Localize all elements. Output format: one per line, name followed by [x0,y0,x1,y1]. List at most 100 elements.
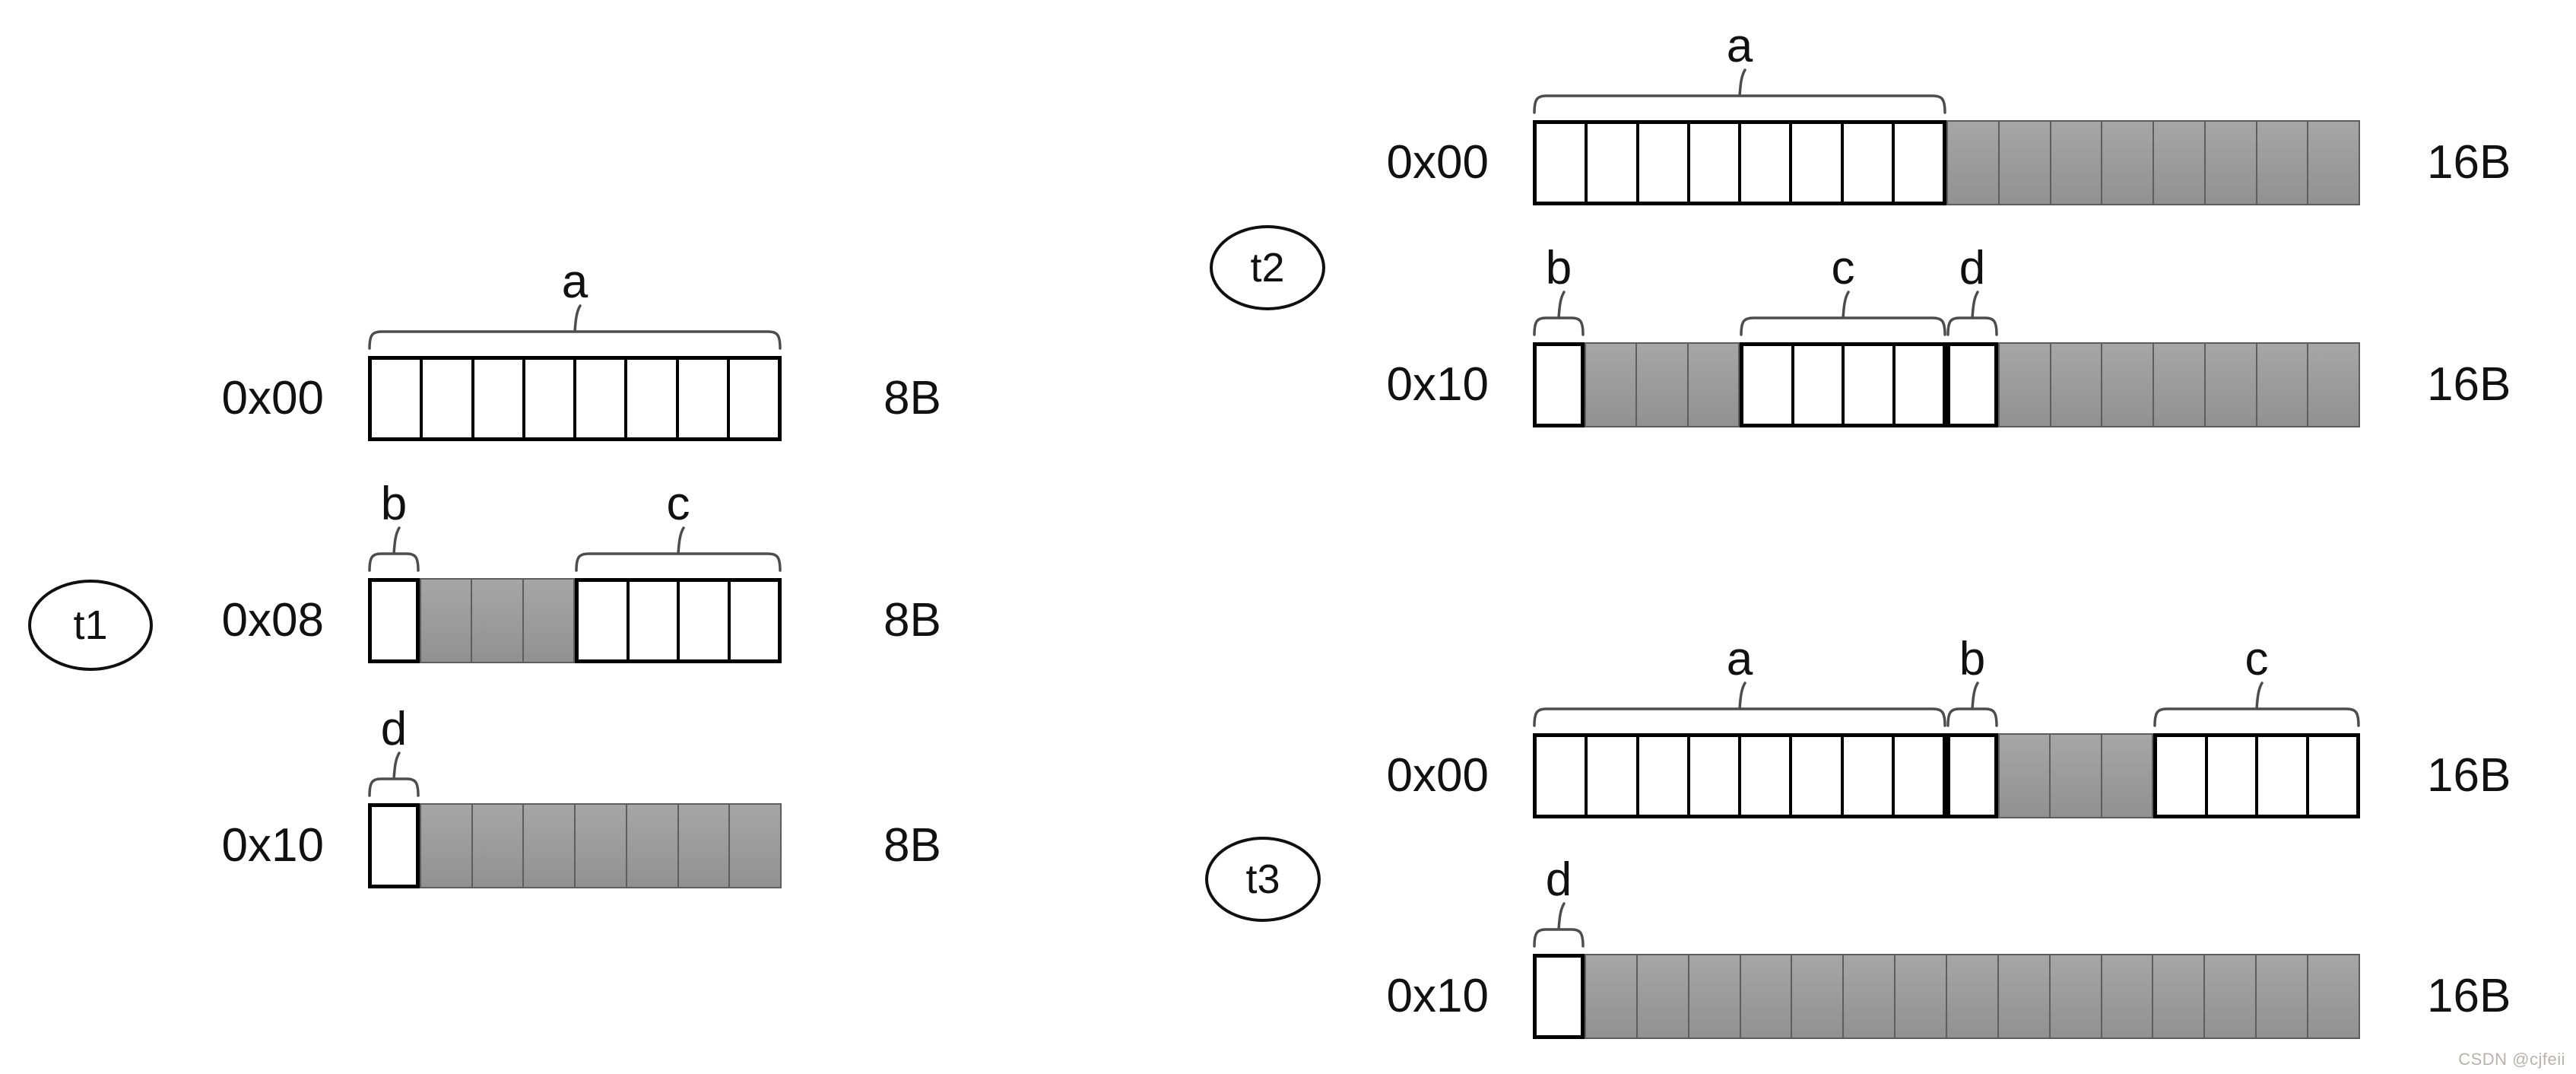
byte-cell [1635,344,1686,426]
byte-cell [471,580,522,662]
struct-badge-t1: t1 [28,580,153,671]
byte-cell [1840,737,1892,815]
byte-cell [522,580,573,662]
field-label: b [1959,633,1986,685]
struct-name: t2 [1250,245,1285,291]
field-brace [1533,902,1585,948]
field-bytes-segment [368,803,420,888]
field-bytes-segment [1533,733,1946,818]
byte-cell [728,805,780,887]
byte-cell [1840,124,1892,202]
byte-cell [626,582,677,659]
byte-cell [2101,122,2152,204]
byte-cell [1686,124,1738,202]
brace-path [368,526,420,572]
field-label: a [561,256,588,308]
field-brace [1533,291,1585,336]
field-bytes-segment [2153,733,2360,818]
byte-cell [2100,955,2152,1037]
field-bytes-segment [1946,733,1998,818]
byte-cell [1946,955,1997,1037]
byte-cell [2000,735,2049,817]
brace-path [1946,682,1998,727]
field-brace [368,751,420,797]
byte-cell [1892,346,1943,424]
byte-cell [2255,344,2308,426]
padding-bytes-segment [420,578,575,663]
byte-cell [1891,737,1943,815]
byte-cell [471,360,522,437]
field-bytes-segment [1946,342,1998,427]
address-label: 0x10 [1386,970,1489,1022]
brace-path [1946,291,1998,336]
field-brace [575,526,782,572]
field-bytes-segment [1740,342,1946,427]
byte-cell [2100,735,2152,817]
byte-cell [574,805,626,887]
field-brace [368,526,420,572]
byte-cell [1789,124,1840,202]
byte-cell [573,360,624,437]
byte-cell [1948,122,1998,204]
byte-cell [1686,737,1738,815]
byte-cell [1739,955,1791,1037]
field-brace [1946,682,1998,727]
address-label: 0x00 [221,372,324,424]
size-label: 16B [2427,136,2511,189]
watermark: CSDN @cjfeii [2458,1050,2565,1069]
byte-cell [2152,955,2203,1037]
byte-cell [2204,737,2256,815]
byte-cell [675,360,727,437]
field-label: d [380,703,408,755]
byte-cell [1586,344,1635,426]
byte-cell [1997,122,2050,204]
byte-cell [1537,124,1585,202]
byte-cell [2203,122,2256,204]
byte-cell [2152,122,2204,204]
byte-cell [2203,344,2256,426]
byte-cell [579,582,627,659]
field-brace [1740,291,1946,336]
padding-bytes-segment [1998,733,2153,818]
byte-cell [1738,737,1789,815]
size-label: 8B [884,819,941,872]
byte-cell [1894,955,1946,1037]
struct-badge-t2: t2 [1210,225,1325,310]
brace-path [368,304,782,350]
byte-cell [2305,737,2357,815]
byte-cell [1635,737,1687,815]
byte-cell [372,807,416,885]
address-label: 0x00 [1386,749,1489,802]
size-label: 16B [2427,358,2511,411]
field-label: d [1545,853,1572,906]
brace-path [1533,682,1946,727]
byte-cell [1635,124,1687,202]
byte-cell [1743,346,1791,424]
byte-cell [420,360,471,437]
byte-cell [727,582,779,659]
field-brace [368,304,782,350]
byte-cell [2255,737,2306,815]
field-brace [1946,291,1998,336]
byte-cell [2203,955,2255,1037]
padding-bytes-segment [1585,954,2360,1039]
struct-name: t1 [73,602,108,648]
address-label: 0x00 [1386,136,1489,189]
byte-cell [726,360,778,437]
byte-cell [625,805,677,887]
byte-cell [1842,955,1894,1037]
byte-cell [1950,737,1994,815]
brace-path [1533,68,1946,114]
byte-cell [2049,735,2100,817]
byte-cell [2157,737,2205,815]
field-bytes-segment [575,578,782,663]
brace-path [1533,291,1585,336]
byte-cell [1891,124,1943,202]
byte-cell [421,805,471,887]
field-bytes-segment [368,578,420,663]
field-label: b [380,478,408,530]
field-brace [2153,682,2360,727]
address-label: 0x10 [221,819,324,872]
byte-cell [1585,737,1635,815]
byte-cell [2000,344,2050,426]
